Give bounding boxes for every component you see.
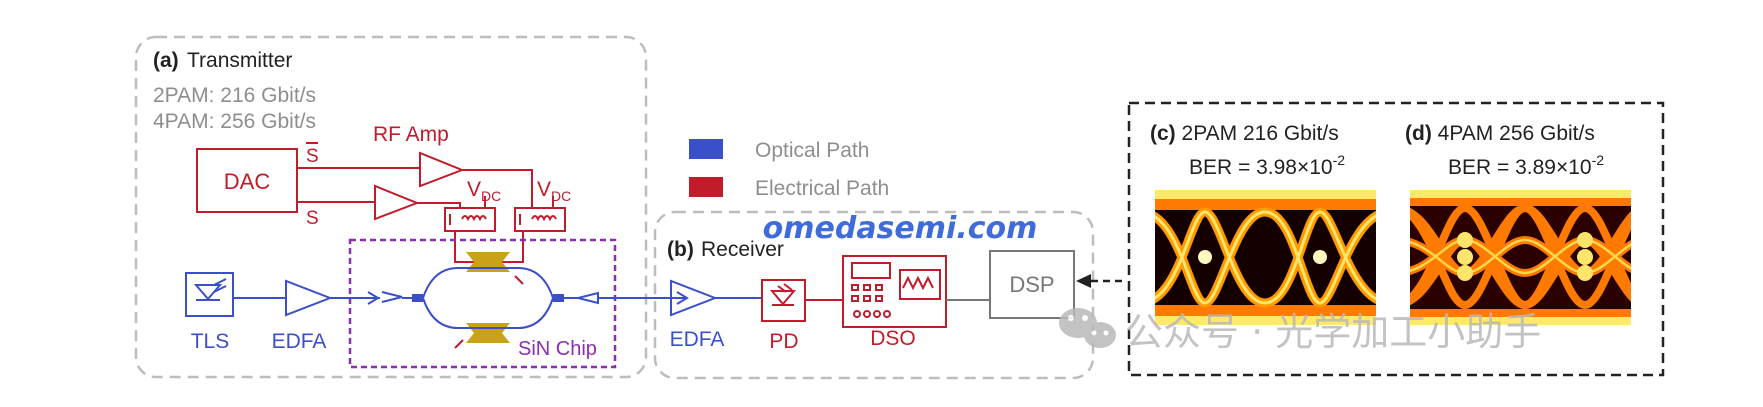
dsp-label: DSP [1009, 272, 1054, 297]
rate-2pam: 2PAM: 216 Gbit/s [153, 84, 316, 107]
legend-electrical-swatch [689, 177, 723, 197]
optical-path-rx [670, 279, 762, 317]
vdc-2: VDC [537, 178, 571, 204]
edfa-rx-label: EDFA [670, 328, 725, 351]
dso-box [842, 255, 947, 328]
dsp-box [989, 250, 1075, 319]
rf-amp-label: RF Amp [373, 123, 449, 146]
receiver-frame [653, 210, 1095, 380]
pd-label: PD [769, 330, 798, 353]
edfa-tx-label: EDFA [272, 330, 327, 353]
watermark-site: omedasemi.com [763, 211, 1038, 246]
edfa-tx-amp [285, 279, 333, 317]
vdc-1: VDC [467, 178, 501, 204]
transmitter-letter: (a) [153, 49, 179, 72]
dso-label: DSO [870, 327, 916, 350]
rate-4pam: 4PAM: 256 Gbit/s [153, 110, 316, 133]
phase-heaters [466, 252, 510, 343]
bias-tee-2 [514, 207, 566, 232]
edfa-rx-amp [670, 279, 718, 317]
eye-panel-frame [1127, 101, 1665, 377]
wechat-icon [1059, 308, 1116, 348]
transmitter-frame [134, 35, 648, 379]
receiver-title: Receiver [701, 238, 784, 261]
transmitter-title: Transmitter [187, 49, 292, 72]
eye-diagram-4pam [1410, 190, 1631, 325]
sin-chip-label: SiN Chip [518, 338, 597, 360]
dac-box [196, 148, 298, 213]
dac-label: DAC [224, 169, 271, 194]
electrical-drive [196, 148, 566, 349]
electrical-path-rx [761, 255, 947, 328]
s-label: S [306, 208, 319, 229]
eye-d-ber: BER = 3.89×10-2 [1448, 152, 1604, 179]
eye-diagram-2pam [1155, 190, 1376, 325]
s-bar-label: S [306, 146, 319, 167]
receiver-letter: (b) [667, 238, 694, 261]
sin-chip-frame [348, 238, 617, 369]
optical-path-tx [185, 267, 689, 329]
legend-optical-label: Optical Path [755, 139, 869, 162]
bias-tee-1 [444, 207, 496, 232]
eye-c-ber: BER = 3.98×10-2 [1189, 152, 1345, 179]
rf-amp-lower [374, 184, 420, 221]
legend-optical-swatch [689, 139, 723, 159]
rf-amp-upper [419, 151, 465, 188]
eye-d-title: (d) 4PAM 256 Gbit/s [1405, 122, 1595, 145]
tls-box [185, 272, 234, 317]
eye-c-title: (c) 2PAM 216 Gbit/s [1150, 122, 1339, 145]
watermark-account: 公众号 · 光学加工小助手 [1125, 310, 1541, 354]
pd-box [761, 279, 806, 322]
tls-label: TLS [191, 330, 230, 353]
legend-electrical-label: Electrical Path [755, 177, 889, 200]
